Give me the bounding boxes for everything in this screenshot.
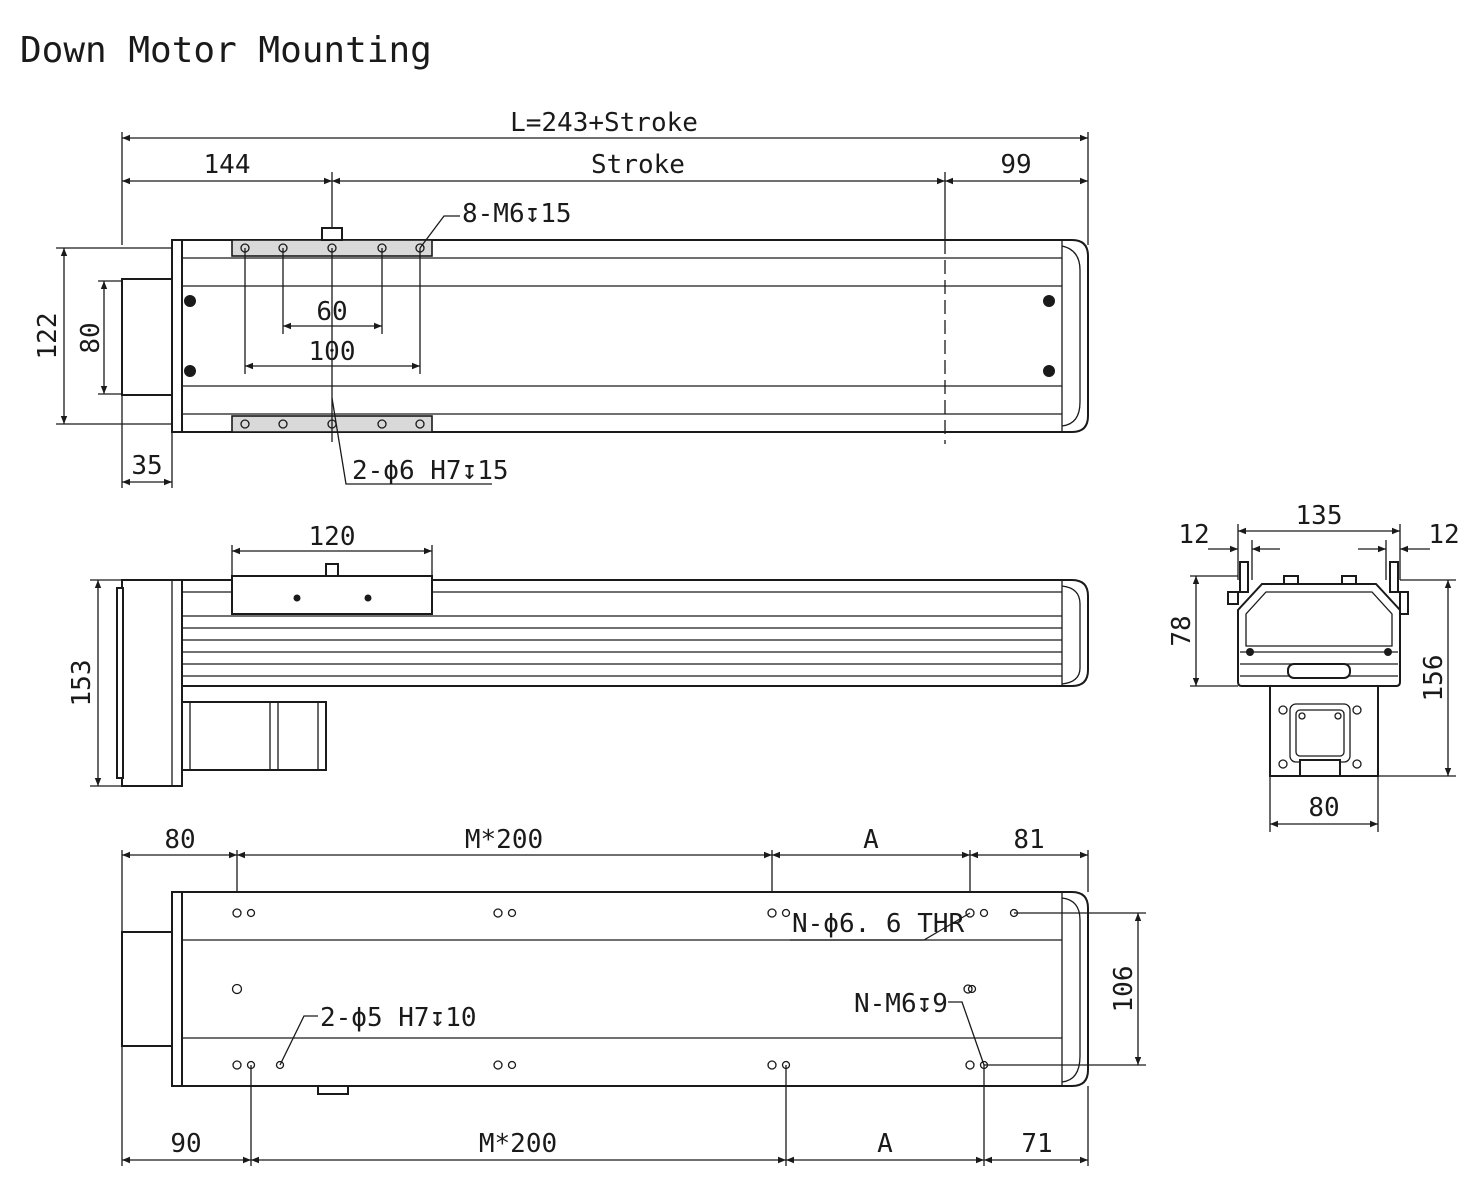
dim-35: 35 xyxy=(131,451,162,481)
callout-n-m6: N-M6↧9 xyxy=(854,989,948,1019)
callout-pin-6: 2-ϕ6 H7↧15 xyxy=(352,456,509,486)
dim-80-flange: 80 xyxy=(1308,793,1339,823)
callout-thr: N-ϕ6. 6 THR xyxy=(792,909,965,939)
dim-stroke: Stroke xyxy=(591,150,685,180)
dim-top-81: 81 xyxy=(1013,825,1044,855)
bottom-view: 80 M*200 A 81 N-ϕ6. 6 THR N-M6↧9 xyxy=(121,825,1146,1166)
dim-bot-a: A xyxy=(877,1129,893,1159)
dim-total-length: L=243+Stroke xyxy=(510,108,698,138)
side-view: 120 153 xyxy=(67,522,1089,787)
dim-12-left: 12 xyxy=(1178,520,1209,550)
end-view: 135 12 12 xyxy=(1167,501,1460,832)
dim-106: 106 xyxy=(1109,966,1139,1013)
callout-pin-5: 2-ϕ5 H7↧10 xyxy=(320,1003,477,1033)
dim-left-144: 144 xyxy=(204,150,251,180)
dim-bot-m200: M*200 xyxy=(479,1129,557,1159)
dim-top-m200: M*200 xyxy=(465,825,543,855)
dim-12-right: 12 xyxy=(1428,520,1459,550)
callout-8-m6: 8-M6↧15 xyxy=(462,199,572,229)
dim-top-a: A xyxy=(863,825,879,855)
dim-78: 78 xyxy=(1167,615,1197,646)
dim-bot-90: 90 xyxy=(170,1129,201,1159)
dim-153: 153 xyxy=(67,660,97,707)
dim-bot-71: 71 xyxy=(1021,1129,1052,1159)
dim-80-motor: 80 xyxy=(76,322,106,353)
dim-122: 122 xyxy=(33,313,63,360)
dim-right-99: 99 xyxy=(1000,150,1031,180)
dim-135: 135 xyxy=(1296,501,1343,531)
dim-top-80: 80 xyxy=(164,825,195,855)
drawing-title: Down Motor Mounting xyxy=(20,30,432,71)
dim-156: 156 xyxy=(1419,655,1449,702)
dim-120: 120 xyxy=(309,522,356,552)
top-view: L=243+Stroke 144 Stroke 99 xyxy=(33,108,1089,488)
